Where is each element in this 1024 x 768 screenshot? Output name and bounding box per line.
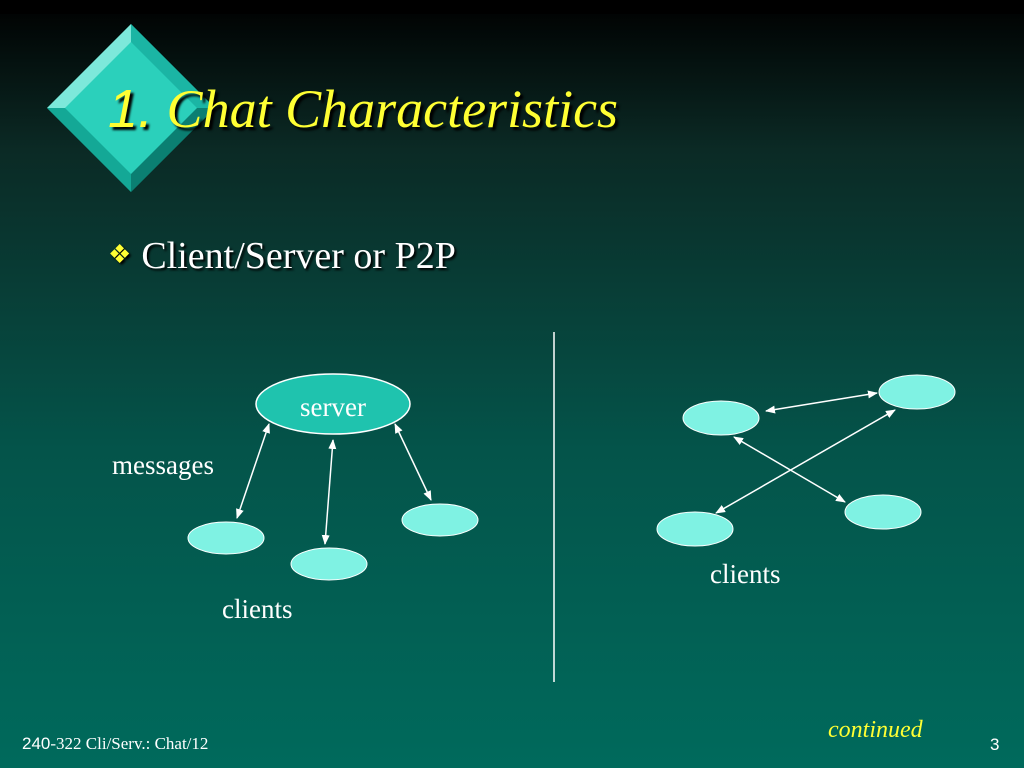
bullet-item: ❖ Client/Server or P2P — [108, 234, 456, 278]
page-number: 3 — [990, 735, 1000, 754]
server-node — [255, 373, 411, 435]
diamond-icon — [45, 22, 217, 194]
message-arrow — [321, 439, 337, 545]
peer-arrow — [765, 390, 878, 414]
p2p-diagram: clients — [656, 374, 956, 589]
slide-title: 1. Chat Characteristics — [108, 78, 618, 140]
footer-course-number: 240 — [22, 734, 51, 753]
peer-node — [878, 374, 956, 410]
message-arrow — [236, 423, 270, 519]
footer-course: 240-322 Cli/Serv.: Chat/12 — [22, 734, 208, 754]
message-arrow — [394, 423, 432, 501]
client-node — [187, 521, 265, 555]
peer-node — [682, 400, 760, 436]
title-number: 1. — [108, 79, 154, 139]
bullet-diamond-icon: ❖ — [108, 240, 132, 269]
server-label: server — [300, 392, 366, 422]
client-node — [290, 547, 368, 581]
top-bar — [0, 0, 1024, 14]
peer-node — [844, 494, 922, 530]
client-server-diagram: server messages clients — [112, 373, 479, 624]
clients-label: clients — [222, 594, 292, 624]
p2p-clients-label: clients — [710, 559, 780, 589]
bullet-text: Client/Server or P2P — [141, 235, 456, 277]
footer-course-text: -322 Cli/Serv.: Chat/12 — [50, 734, 209, 753]
peer-node — [656, 511, 734, 547]
title-text: Chat Characteristics — [166, 79, 619, 139]
continued-label: continued — [828, 717, 923, 743]
client-node — [401, 503, 479, 537]
messages-label: messages — [112, 450, 214, 480]
peer-arrow — [715, 409, 896, 514]
